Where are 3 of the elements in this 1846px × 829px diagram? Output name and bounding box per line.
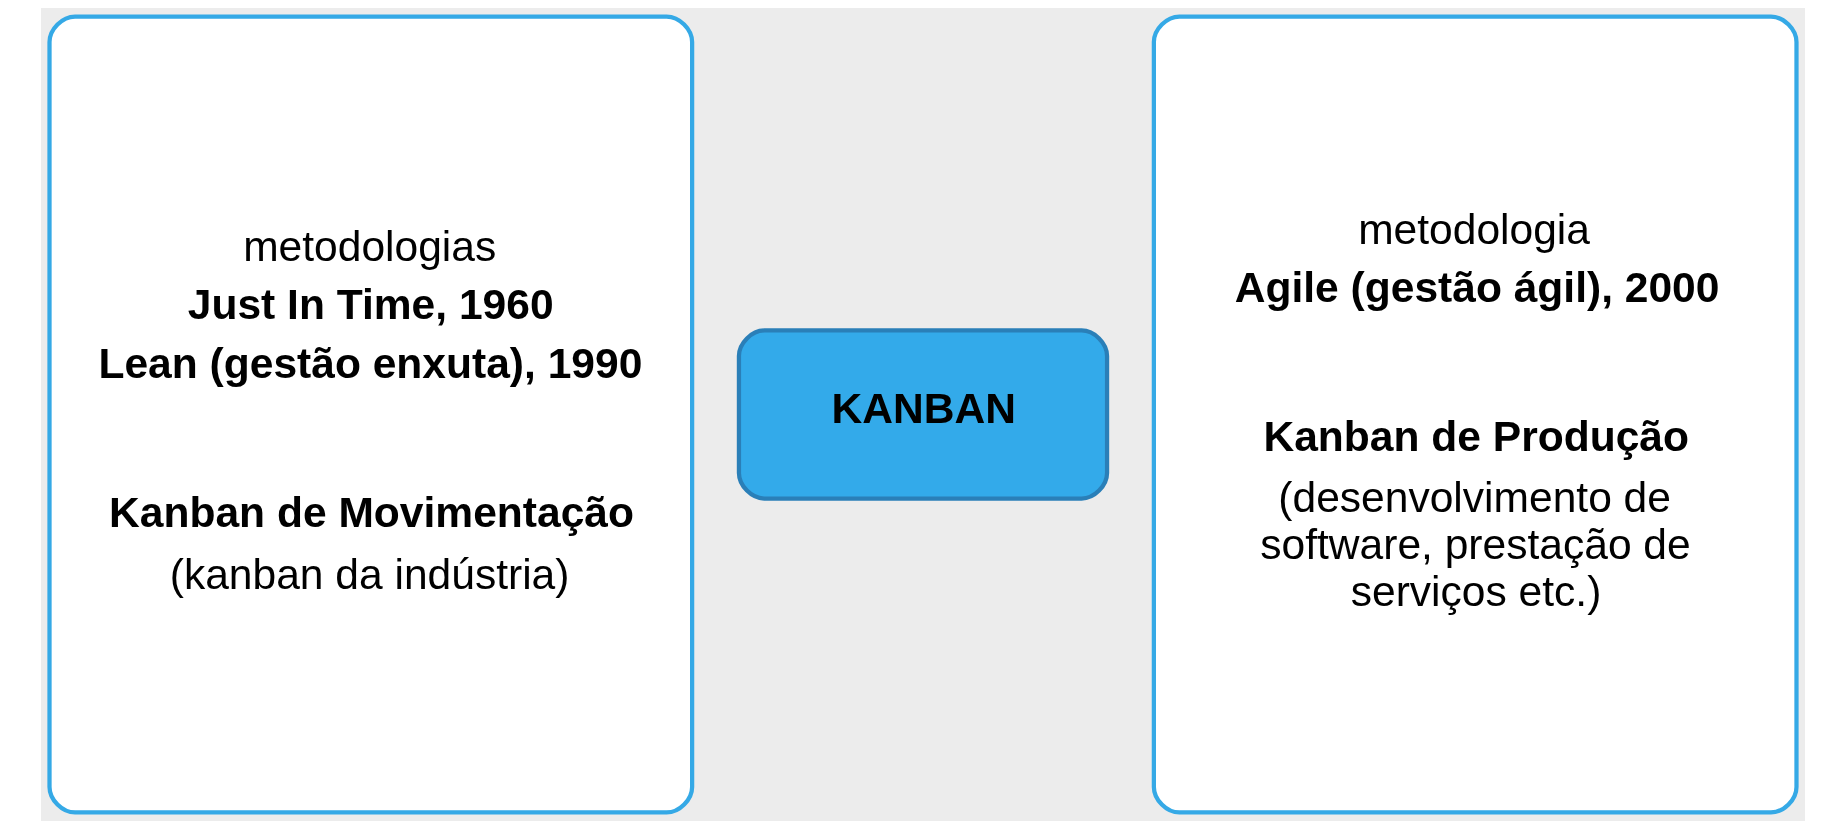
node-box: KANBAN — [736, 328, 1110, 501]
node-box: metodologias Just In Time, 1960 Lean (gestão enxuta), 1990 Kanban de Movimentação (kanban da indústria) — [47, 14, 695, 815]
node-box: metodologia Agile (gestão ágil), 2000 Kanban de Produção (desenvolvimento de software, prestação de serviços etc.) — [1151, 14, 1799, 815]
